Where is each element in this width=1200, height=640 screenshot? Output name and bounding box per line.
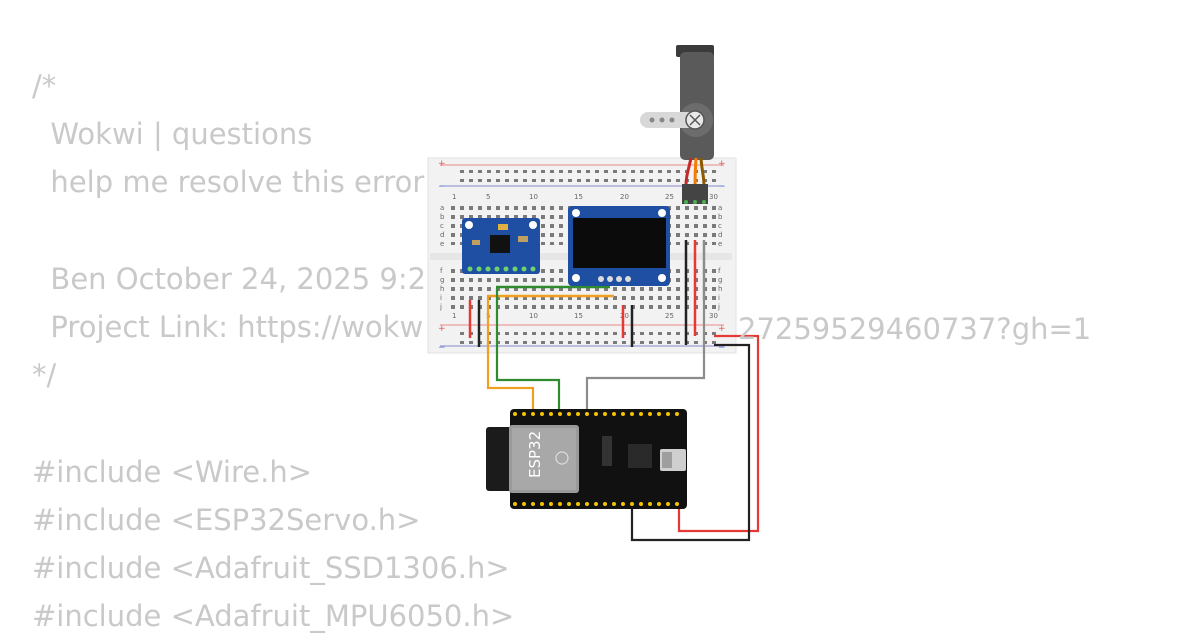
column-number: 25: [665, 312, 674, 320]
row-letter: g: [718, 276, 722, 284]
rail-plus-label: +: [718, 159, 726, 169]
column-number: 15: [574, 312, 583, 320]
project-link-tail: 27259529460737?gh=1: [738, 312, 1091, 346]
row-letter: j: [717, 303, 720, 311]
column-number: 15: [574, 193, 583, 201]
esp32-label: ESP32: [526, 431, 544, 478]
row-letter: h: [718, 285, 722, 293]
code-line: #include <Adafruit_MPU6050.h>: [32, 599, 515, 634]
row-letter: f: [718, 267, 721, 275]
oled-display-module[interactable]: [568, 206, 670, 286]
row-letter: a: [718, 204, 722, 212]
rail-minus-label: −: [438, 182, 446, 192]
code-line: Project Link: https://wokw: [32, 309, 424, 344]
column-number: 1: [452, 312, 456, 320]
column-number: 20: [620, 193, 629, 201]
rail-plus-label: +: [718, 324, 726, 334]
code-line: #include <Adafruit_SSD1306.h>: [32, 550, 510, 585]
row-letter: b: [718, 213, 723, 221]
column-number: 5: [486, 193, 490, 201]
column-number: 30: [709, 193, 718, 201]
mpu6050-module[interactable]: [462, 218, 540, 274]
code-line: #include <Wire.h>: [32, 454, 313, 489]
esp32-board[interactable]: ESP32: [486, 409, 687, 509]
rail-minus-label: −: [438, 343, 446, 353]
code-line: Wokwi | questions: [32, 117, 313, 152]
rail-plus-label: +: [438, 324, 446, 334]
row-letter: g: [440, 276, 444, 284]
row-letter: d: [718, 231, 722, 239]
code-line: /*: [32, 69, 57, 103]
row-letter: i: [718, 294, 720, 302]
rail-minus-label: −: [718, 343, 726, 353]
code-line: */: [32, 358, 57, 393]
column-number: 30: [709, 312, 718, 320]
breadboard-jumpers[interactable]: [468, 240, 706, 347]
column-number: 20: [620, 312, 629, 320]
row-letter: i: [440, 294, 442, 302]
row-letter: j: [439, 303, 442, 311]
row-letter: c: [718, 222, 722, 230]
rail-plus-label: +: [438, 159, 446, 169]
servo-motor[interactable]: [640, 45, 714, 204]
row-letter: f: [440, 267, 443, 275]
code-line: help me resolve this error: [32, 165, 425, 200]
column-number: 10: [529, 193, 538, 201]
row-letter: h: [440, 285, 444, 293]
code-editor-background: /* Wokwi | questions help me resolve thi…: [32, 62, 1192, 640]
row-letter: b: [440, 213, 445, 221]
row-letter: c: [440, 222, 444, 230]
row-letter: d: [440, 231, 444, 239]
code-line: #include <ESP32Servo.h>: [32, 502, 421, 537]
column-number: 1: [452, 193, 456, 201]
column-number: 10: [529, 312, 538, 320]
rail-minus-label: −: [718, 182, 726, 192]
code-line: Ben October 24, 2025 9:2: [32, 261, 427, 296]
row-letter: e: [718, 240, 722, 248]
row-letter: e: [440, 240, 444, 248]
row-letter: a: [440, 204, 444, 212]
column-number: 25: [665, 193, 674, 201]
wires[interactable]: [486, 288, 760, 542]
